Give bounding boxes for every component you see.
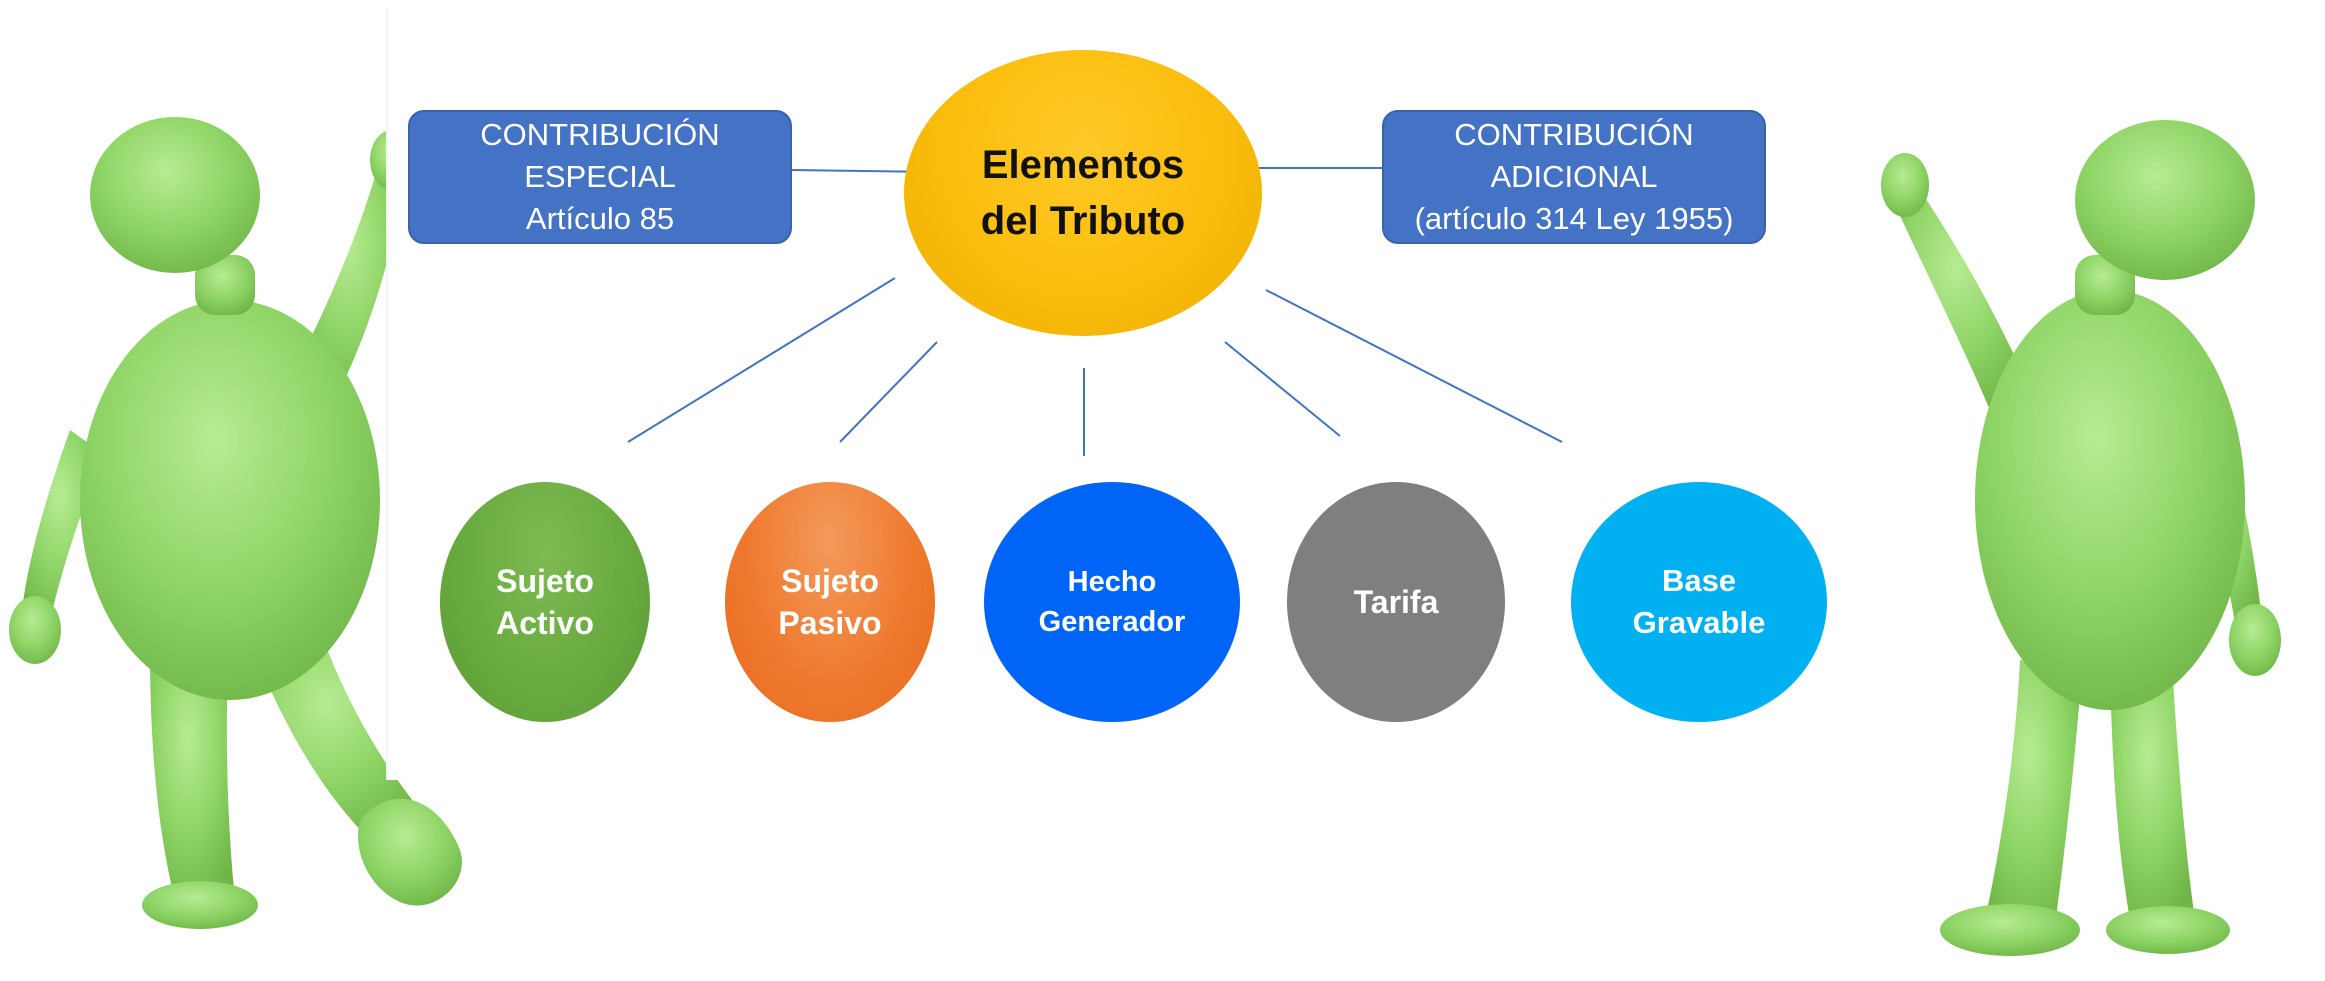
node-label-line2: Gravable	[1632, 605, 1766, 640]
node-label-line1: Tarifa	[1353, 584, 1439, 620]
sujeto-pasivo-node: Sujeto Pasivo	[725, 482, 935, 722]
node-label-line1: Sujeto	[496, 563, 594, 599]
box-right-line1: CONTRIBUCIÓN	[1454, 117, 1694, 152]
left-waving-figure-icon	[9, 117, 462, 929]
node-label-line1: Base	[1661, 563, 1737, 598]
contribucion-adicional-box: CONTRIBUCIÓN ADICIONAL (artículo 314 Ley…	[1382, 110, 1766, 244]
hecho-generador-node: Hecho Generador	[984, 482, 1240, 722]
node-label-line2: Activo	[496, 605, 594, 641]
center-line2: del Tributo	[980, 199, 1186, 243]
center-line1: Elementos	[981, 143, 1185, 187]
node-label-line1: Sujeto	[781, 563, 879, 599]
contribucion-especial-box: CONTRIBUCIÓN ESPECIAL Artículo 85	[408, 110, 792, 244]
box-left-line3: Artículo 85	[525, 201, 675, 236]
box-right-line3: (artículo 314 Ley 1955)	[1414, 201, 1734, 236]
box-left-line1: CONTRIBUCIÓN	[480, 117, 720, 152]
tarifa-node: Tarifa	[1287, 482, 1505, 722]
box-left-line2: ESPECIAL	[524, 159, 676, 194]
node-label-line2: Pasivo	[778, 605, 882, 641]
sujeto-activo-node: Sujeto Activo	[440, 482, 650, 722]
elementos-del-tributo-ellipse: Elementos del Tributo	[904, 50, 1262, 336]
box-right-line2: ADICIONAL	[1490, 159, 1658, 194]
node-label-line1: Hecho	[1067, 566, 1157, 598]
node-label-line2: Generador	[1038, 606, 1186, 638]
base-gravable-node: Base Gravable	[1571, 482, 1827, 722]
